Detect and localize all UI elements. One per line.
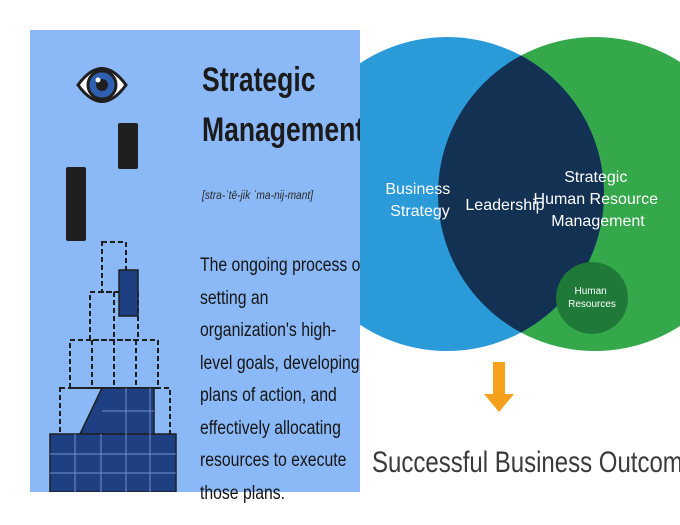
pyramid-block: [118, 269, 139, 317]
title-line-2: Management: [202, 111, 365, 149]
strategic-management-panel: Strategic Management [stra-ˈtē-jik ˈma-n…: [30, 30, 365, 504]
hr-management-label: Strategic Human Resource Management: [534, 169, 663, 230]
eye-icon: [76, 67, 128, 103]
definition-text: The ongoing process of setting an organi…: [200, 255, 365, 504]
leadership-overlap: [438, 37, 604, 351]
falling-block: [66, 167, 86, 241]
title-line-1: Strategic: [202, 61, 316, 99]
down-arrow-icon: [484, 362, 514, 412]
outcome-caption: Successful Business Outcomes: [372, 446, 680, 479]
falling-block: [118, 123, 138, 169]
human-resources-circle: [556, 262, 628, 334]
panel-title: Strategic Management: [202, 60, 365, 150]
pyramid-base: [49, 433, 177, 492]
business-strategy-label: Business Strategy: [385, 181, 454, 220]
pyramid-grid: [50, 388, 176, 492]
illustration: [49, 67, 177, 492]
human-resources-label: Human Resources: [568, 286, 616, 310]
leadership-label: Leadership: [465, 197, 544, 214]
pronunciation: [stra-ˈtē-jik ˈma-nij-mant]: [202, 188, 314, 202]
venn-diagram: Business Strategy Leadership Strategic H…: [360, 37, 680, 412]
